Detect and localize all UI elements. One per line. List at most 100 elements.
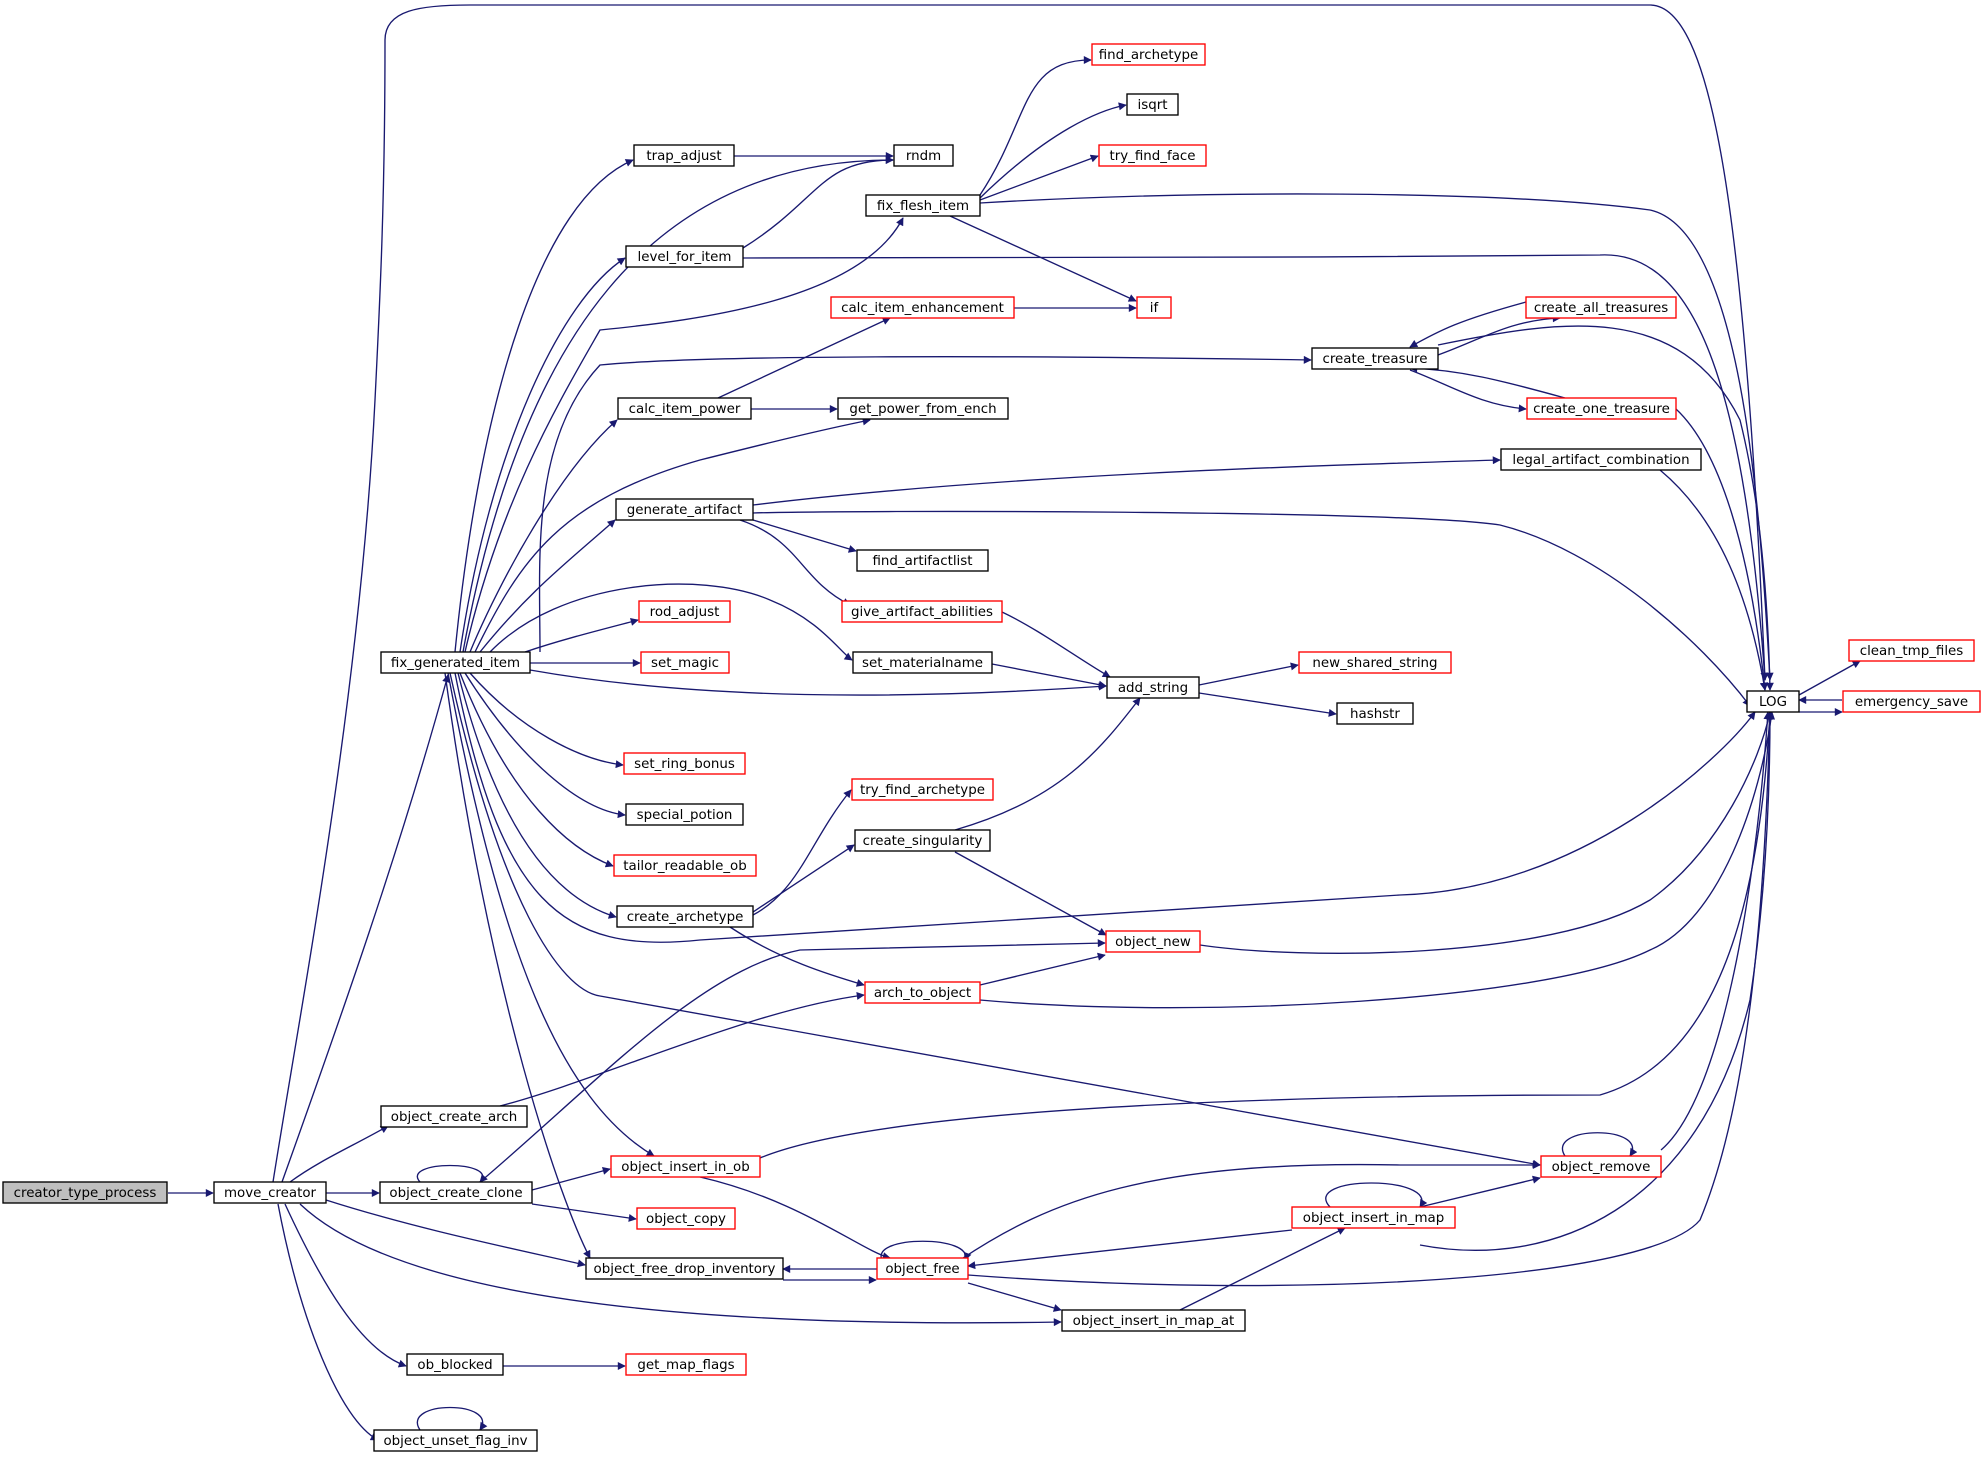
edge-object_free-to-LOG bbox=[967, 711, 1774, 1287]
edge-fix_generated_item-to-create_archetype bbox=[457, 672, 617, 919]
node-label: object_create_arch bbox=[391, 1110, 517, 1125]
node-box bbox=[1106, 676, 1200, 699]
node-set_ring_bonus[interactable]: set_ring_bonus bbox=[623, 752, 746, 775]
node-label: object_insert_in_map_at bbox=[1073, 1314, 1235, 1329]
edge-create_treasure-to-create_one_treasure bbox=[1409, 369, 1527, 413]
edge-create_one_treasure-to-LOG bbox=[1675, 408, 1769, 691]
node-object_insert_in_map[interactable]: object_insert_in_map bbox=[1291, 1206, 1456, 1229]
node-create_all_treasures[interactable]: create_all_treasures bbox=[1525, 296, 1677, 319]
node-rndm[interactable]: rndm bbox=[893, 144, 954, 167]
node-label: get_power_from_ench bbox=[849, 402, 996, 417]
node-object_free[interactable]: object_free bbox=[876, 1257, 969, 1280]
edge-object_insert_in_map-to-object_insert_in_map bbox=[1325, 1182, 1428, 1208]
edge-object_insert_in_map_at-to-object_insert_in_map bbox=[1179, 1227, 1346, 1311]
edge-fix_generated_item-to-object_free_drop_inventory bbox=[444, 672, 591, 1259]
node-creator_type_process: creator_type_process bbox=[2, 1181, 168, 1204]
node-label: create_archetype bbox=[627, 910, 744, 925]
node-find_archetype[interactable]: find_archetype bbox=[1091, 43, 1206, 66]
edge-set_materialname-to-add_string bbox=[991, 663, 1107, 689]
node-give_artifact_abilities[interactable]: give_artifact_abilities bbox=[841, 600, 1003, 623]
node-get_map_flags[interactable]: get_map_flags bbox=[625, 1353, 747, 1376]
node-label: create_all_treasures bbox=[1534, 301, 1668, 316]
edge-fix_generated_item-to-set_ring_bonus bbox=[469, 672, 624, 769]
node-set_materialname[interactable]: set_materialname bbox=[852, 651, 993, 674]
node-object_create_clone[interactable]: object_create_clone bbox=[379, 1181, 533, 1204]
node-create_archetype[interactable]: create_archetype bbox=[616, 905, 754, 928]
edge-move_creator-to-ob_blocked bbox=[284, 1203, 407, 1368]
node-create_singularity[interactable]: create_singularity bbox=[854, 829, 991, 852]
node-object_create_arch[interactable]: object_create_arch bbox=[380, 1105, 528, 1128]
edge-fix_generated_item-to-get_power_from_ench bbox=[474, 417, 871, 653]
node-label: tailor_readable_ob bbox=[623, 859, 747, 874]
node-label: find_archetype bbox=[1099, 48, 1199, 63]
edge-arch_to_object-to-LOG bbox=[979, 711, 1775, 1009]
node-object_free_drop_inventory[interactable]: object_free_drop_inventory bbox=[585, 1257, 784, 1280]
node-fix_generated_item[interactable]: fix_generated_item bbox=[380, 651, 531, 674]
edge-object_free-to-object_insert_in_map_at bbox=[967, 1282, 1062, 1312]
node-hashstr[interactable]: hashstr bbox=[1336, 702, 1414, 725]
node-ob_blocked[interactable]: ob_blocked bbox=[406, 1353, 504, 1376]
node-set_magic[interactable]: set_magic bbox=[640, 651, 730, 674]
node-calc_item_enhancement[interactable]: calc_item_enhancement bbox=[830, 296, 1015, 319]
node-label: calc_item_power bbox=[629, 402, 741, 417]
edge-fix_generated_item-to-rndm bbox=[462, 156, 894, 653]
node-find_artifactlist[interactable]: find_artifactlist bbox=[856, 549, 989, 572]
node-label: new_shared_string bbox=[1312, 656, 1437, 671]
edge-move_creator-to-object_insert_in_map_at bbox=[299, 1203, 1062, 1327]
node-try_find_archetype[interactable]: try_find_archetype bbox=[851, 778, 994, 801]
node-box bbox=[1311, 347, 1439, 370]
node-move_creator[interactable]: move_creator bbox=[213, 1181, 327, 1204]
node-box bbox=[625, 245, 744, 268]
node-label: trap_adjust bbox=[646, 149, 721, 164]
node-box bbox=[1746, 690, 1800, 713]
node-LOG[interactable]: LOG bbox=[1746, 690, 1800, 713]
node-rod_adjust[interactable]: rod_adjust bbox=[638, 600, 731, 623]
node-isqrt[interactable]: isqrt bbox=[1126, 93, 1179, 116]
node-label: find_artifactlist bbox=[873, 554, 973, 569]
node-label: special_potion bbox=[637, 808, 733, 823]
edge-create_one_treasure-to-create_treasure bbox=[1409, 364, 1566, 399]
node-box bbox=[625, 1353, 747, 1376]
node-label: LOG bbox=[1759, 695, 1787, 710]
node-emergency_save[interactable]: emergency_save bbox=[1842, 690, 1981, 713]
node-calc_item_power[interactable]: calc_item_power bbox=[617, 397, 752, 420]
node-create_treasure[interactable]: create_treasure bbox=[1311, 347, 1439, 370]
node-object_new[interactable]: object_new bbox=[1105, 930, 1201, 953]
node-label: fix_generated_item bbox=[391, 656, 520, 671]
node-label: object_free bbox=[885, 1262, 959, 1277]
node-object_insert_in_ob[interactable]: object_insert_in_ob bbox=[610, 1155, 761, 1178]
node-trap_adjust[interactable]: trap_adjust bbox=[633, 144, 735, 167]
node-label: if bbox=[1150, 301, 1159, 316]
node-get_power_from_ench[interactable]: get_power_from_ench bbox=[837, 397, 1009, 420]
node-label: create_singularity bbox=[863, 834, 983, 849]
node-object_copy[interactable]: object_copy bbox=[636, 1207, 736, 1230]
edge-fix_generated_item-to-calc_item_power bbox=[469, 419, 618, 653]
node-legal_artifact_combination[interactable]: legal_artifact_combination bbox=[1500, 448, 1702, 471]
edge-object_create_clone-to-object_copy bbox=[531, 1203, 637, 1222]
node-fix_flesh_item[interactable]: fix_flesh_item bbox=[865, 194, 981, 217]
node-arch_to_object[interactable]: arch_to_object bbox=[864, 981, 981, 1004]
node-if[interactable]: if bbox=[1136, 296, 1172, 319]
edge-fix_generated_item-to-object_insert_in_ob bbox=[447, 672, 655, 1157]
node-special_potion[interactable]: special_potion bbox=[625, 803, 744, 826]
node-object_remove[interactable]: object_remove bbox=[1540, 1155, 1662, 1178]
node-box bbox=[865, 194, 981, 217]
node-object_unset_flag_inv[interactable]: object_unset_flag_inv bbox=[373, 1429, 538, 1452]
edge-LOG-to-clean_tmp_files bbox=[1798, 660, 1861, 696]
node-try_find_face[interactable]: try_find_face bbox=[1098, 144, 1207, 167]
node-box bbox=[864, 981, 981, 1004]
node-tailor_readable_ob[interactable]: tailor_readable_ob bbox=[613, 854, 757, 877]
node-generate_artifact[interactable]: generate_artifact bbox=[615, 498, 754, 521]
node-clean_tmp_files[interactable]: clean_tmp_files bbox=[1848, 639, 1975, 662]
edge-create_archetype-to-try_find_archetype bbox=[752, 789, 852, 916]
edge-give_artifact_abilities-to-add_string bbox=[1001, 611, 1111, 678]
node-label: generate_artifact bbox=[627, 503, 743, 518]
node-label: isqrt bbox=[1138, 98, 1168, 113]
node-new_shared_string[interactable]: new_shared_string bbox=[1298, 651, 1452, 674]
node-object_insert_in_map_at[interactable]: object_insert_in_map_at bbox=[1061, 1309, 1246, 1332]
node-add_string[interactable]: add_string bbox=[1106, 676, 1200, 699]
node-level_for_item[interactable]: level_for_item bbox=[625, 245, 744, 268]
node-create_one_treasure[interactable]: create_one_treasure bbox=[1526, 397, 1677, 420]
node-box bbox=[837, 397, 1009, 420]
node-box bbox=[625, 803, 744, 826]
